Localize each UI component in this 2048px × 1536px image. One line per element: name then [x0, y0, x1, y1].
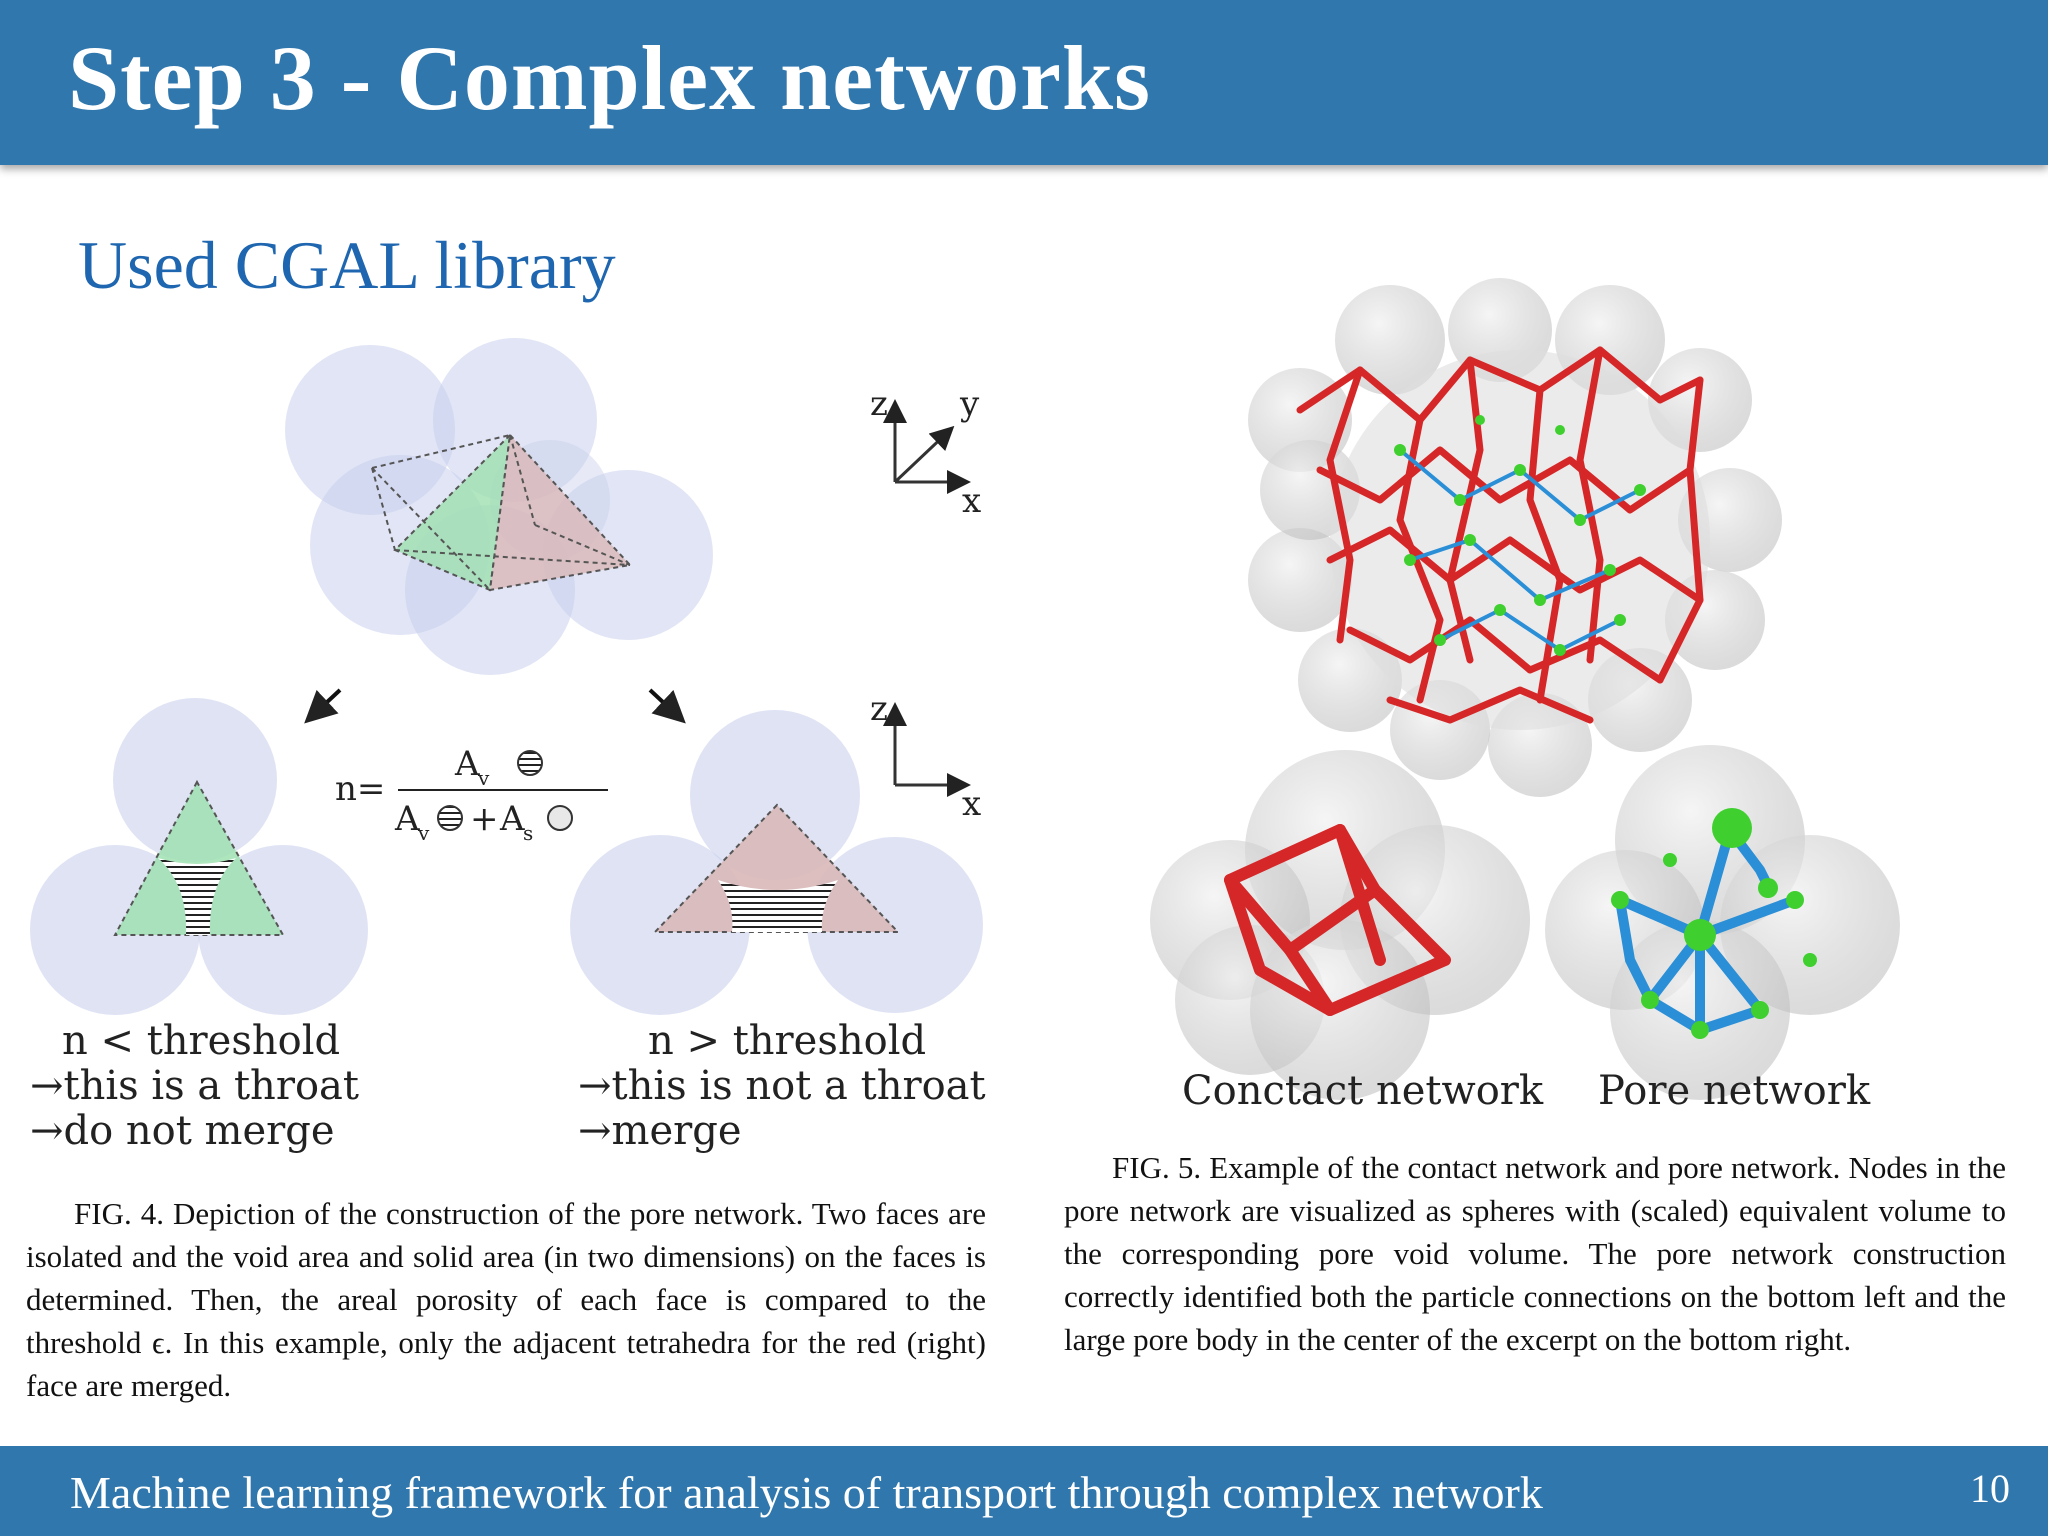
fig5-packing-sphere-cloud	[1248, 278, 1782, 797]
fig5-caption: FIG. 5. Example of the contact network a…	[1064, 1150, 2006, 1357]
contact-network-label: Conctact network	[1182, 1068, 1544, 1114]
arrow-left	[304, 688, 342, 724]
fig5-contact-edges	[1224, 824, 1451, 1016]
svg-text:n=: n=	[335, 769, 385, 809]
fig5-pore-nodes	[1611, 808, 1817, 1039]
svg-text:+: +	[470, 799, 499, 839]
right-case-line-1: n > threshold	[648, 1018, 927, 1064]
arrow-right	[648, 688, 686, 724]
svg-text:s: s	[523, 821, 533, 845]
svg-text:A: A	[454, 744, 480, 784]
axis-z-top: z	[870, 384, 888, 424]
fig4-left-face	[30, 698, 368, 1015]
fig5-contact-spheres	[1150, 750, 1530, 1100]
porosity-formula: n= A v A v + A s	[335, 744, 608, 845]
axis-y-top: y	[959, 384, 980, 424]
figure-illustrations: z y x n= A v A v + A s z x	[30, 278, 1900, 1100]
axis-z-bottom: z	[870, 689, 888, 729]
axis-x-bottom: x	[962, 784, 981, 824]
footer-text: Machine learning framework for analysis …	[70, 1467, 1543, 1518]
slide-subtitle: Used CGAL library	[78, 227, 616, 303]
axis-x-top: x	[962, 481, 981, 521]
page-number: 10	[1970, 1466, 2010, 1511]
svg-text:v: v	[477, 766, 490, 790]
left-case-line-3: →do not merge	[30, 1108, 335, 1154]
title-bar	[0, 0, 2048, 165]
slide-title: Step 3 - Complex networks	[68, 27, 1151, 129]
right-case-line-3: →merge	[578, 1108, 742, 1154]
right-case-line-2: →this is not a throat	[578, 1063, 986, 1109]
fig4-caption: FIG. 4. Depiction of the construction of…	[26, 1196, 986, 1403]
svg-text:v: v	[417, 821, 430, 845]
pore-network-label: Pore network	[1598, 1068, 1871, 1114]
left-case-line-1: n < threshold	[62, 1018, 341, 1064]
fig4-axes-top	[883, 399, 971, 494]
fig4-axes-bottom	[883, 702, 971, 797]
footer-bar	[0, 1446, 2048, 1536]
fig4-right-face	[570, 710, 983, 1015]
svg-text:A: A	[499, 799, 525, 839]
fig5-network-red	[1296, 346, 1704, 724]
left-case-line-2: →this is a throat	[30, 1063, 359, 1109]
fig5-nodes-green	[1394, 415, 1646, 656]
fig4-tetrahedra	[371, 432, 632, 592]
svg-text:A: A	[394, 799, 420, 839]
